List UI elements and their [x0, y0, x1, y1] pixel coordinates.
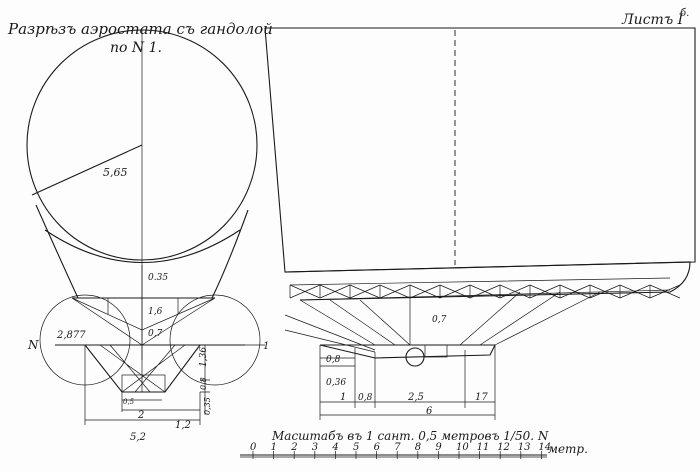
truss-bay [379, 284, 411, 299]
scale-bar: Масштабъ въ 1 сант. 0,5 метровъ 1/50. N … [240, 429, 588, 459]
truss-bay [319, 284, 351, 299]
balloon-body-outline [264, 27, 696, 273]
svg-text:0,8: 0,8 [326, 355, 341, 365]
svg-text:N: N [27, 338, 39, 352]
keel-beam [284, 261, 691, 301]
svg-text:6: 6 [426, 406, 433, 417]
engine-wheel [405, 347, 425, 367]
left-dimension-labels: 5,65 0.35 1,6 0,7 2,877 N 1,36 0,8 0,35 … [27, 166, 269, 443]
scale-tick-label: 8 [415, 442, 421, 453]
svg-text:0,36: 0,36 [326, 378, 346, 388]
svg-text:0,7: 0,7 [148, 329, 163, 339]
svg-text:0,5: 0,5 [123, 398, 135, 406]
title-line2: по N 1. [110, 40, 162, 56]
svg-text:0.35: 0.35 [148, 273, 168, 283]
svg-text:1,6: 1,6 [148, 307, 163, 317]
svg-text:1: 1 [340, 392, 346, 403]
envelope-bottom [44, 229, 241, 263]
scale-tick-label: 3 [312, 442, 318, 453]
truss-bay [649, 284, 681, 299]
truss-bay [289, 284, 321, 299]
scale-caption: Масштабъ въ 1 сант. 0,5 метровъ 1/50. N [271, 429, 549, 443]
right-propeller-disc [169, 294, 261, 386]
svg-text:5,2: 5,2 [130, 432, 146, 443]
scale-tick-label: 1 [271, 442, 277, 453]
scale-unit: метр. [548, 442, 588, 456]
scale-tick-label: 12 [497, 442, 510, 453]
scale-tick-label: 13 [518, 442, 531, 453]
truss-bay [349, 284, 381, 299]
scale-tick-label: 6 [374, 442, 381, 453]
truss-bay [619, 284, 651, 299]
right-side-view [264, 27, 696, 420]
svg-text:1,36: 1,36 [199, 347, 209, 367]
truss-bay [559, 284, 591, 299]
sheet-sup: б. [680, 8, 689, 19]
truss-bay [589, 284, 621, 299]
scale-tick-label: 0 [250, 442, 257, 453]
svg-text:1: 1 [263, 341, 269, 352]
radius-line [31, 144, 143, 196]
svg-text:0,8: 0,8 [358, 393, 373, 403]
scale-tick-label: 11 [477, 442, 490, 453]
scale-tick-label: 10 [456, 442, 469, 453]
scale-tick-label: 4 [331, 442, 338, 453]
truss-bay [439, 284, 471, 299]
svg-text:17: 17 [475, 392, 488, 403]
svg-text:2: 2 [137, 410, 144, 421]
left-section-view [26, 29, 265, 425]
scale-tick-label: 7 [394, 442, 401, 453]
svg-text:0,8: 0,8 [199, 377, 208, 390]
scale-tick-label: 14 [538, 442, 551, 453]
svg-text:1,2: 1,2 [175, 420, 191, 431]
keel-truss [289, 284, 681, 299]
sheet-label: Листъ I [621, 12, 684, 28]
svg-text:2,877: 2,877 [56, 330, 86, 341]
truss-bay [409, 284, 441, 299]
scale-tick-label: 5 [353, 442, 359, 453]
svg-text:0,35: 0,35 [203, 397, 212, 415]
scale-tick-label: 2 [290, 442, 297, 453]
scale-tick-label: 9 [435, 442, 442, 453]
gondola-car [121, 374, 166, 393]
right-dimension-labels: 0,7 0,8 0,36 1 0,8 2,5 17 6 [326, 315, 488, 417]
truss-bay [529, 284, 561, 299]
svg-text:0,7: 0,7 [432, 315, 447, 325]
gondola-frame [84, 344, 201, 393]
radius-label: 5,65 [103, 166, 128, 179]
truss-bay [499, 284, 531, 299]
envelope-sides [35, 204, 249, 299]
truss-bay [469, 284, 501, 299]
svg-text:2,5: 2,5 [407, 392, 424, 403]
title-line1: Разрѣзъ аэростата съ гандолой [7, 20, 273, 38]
